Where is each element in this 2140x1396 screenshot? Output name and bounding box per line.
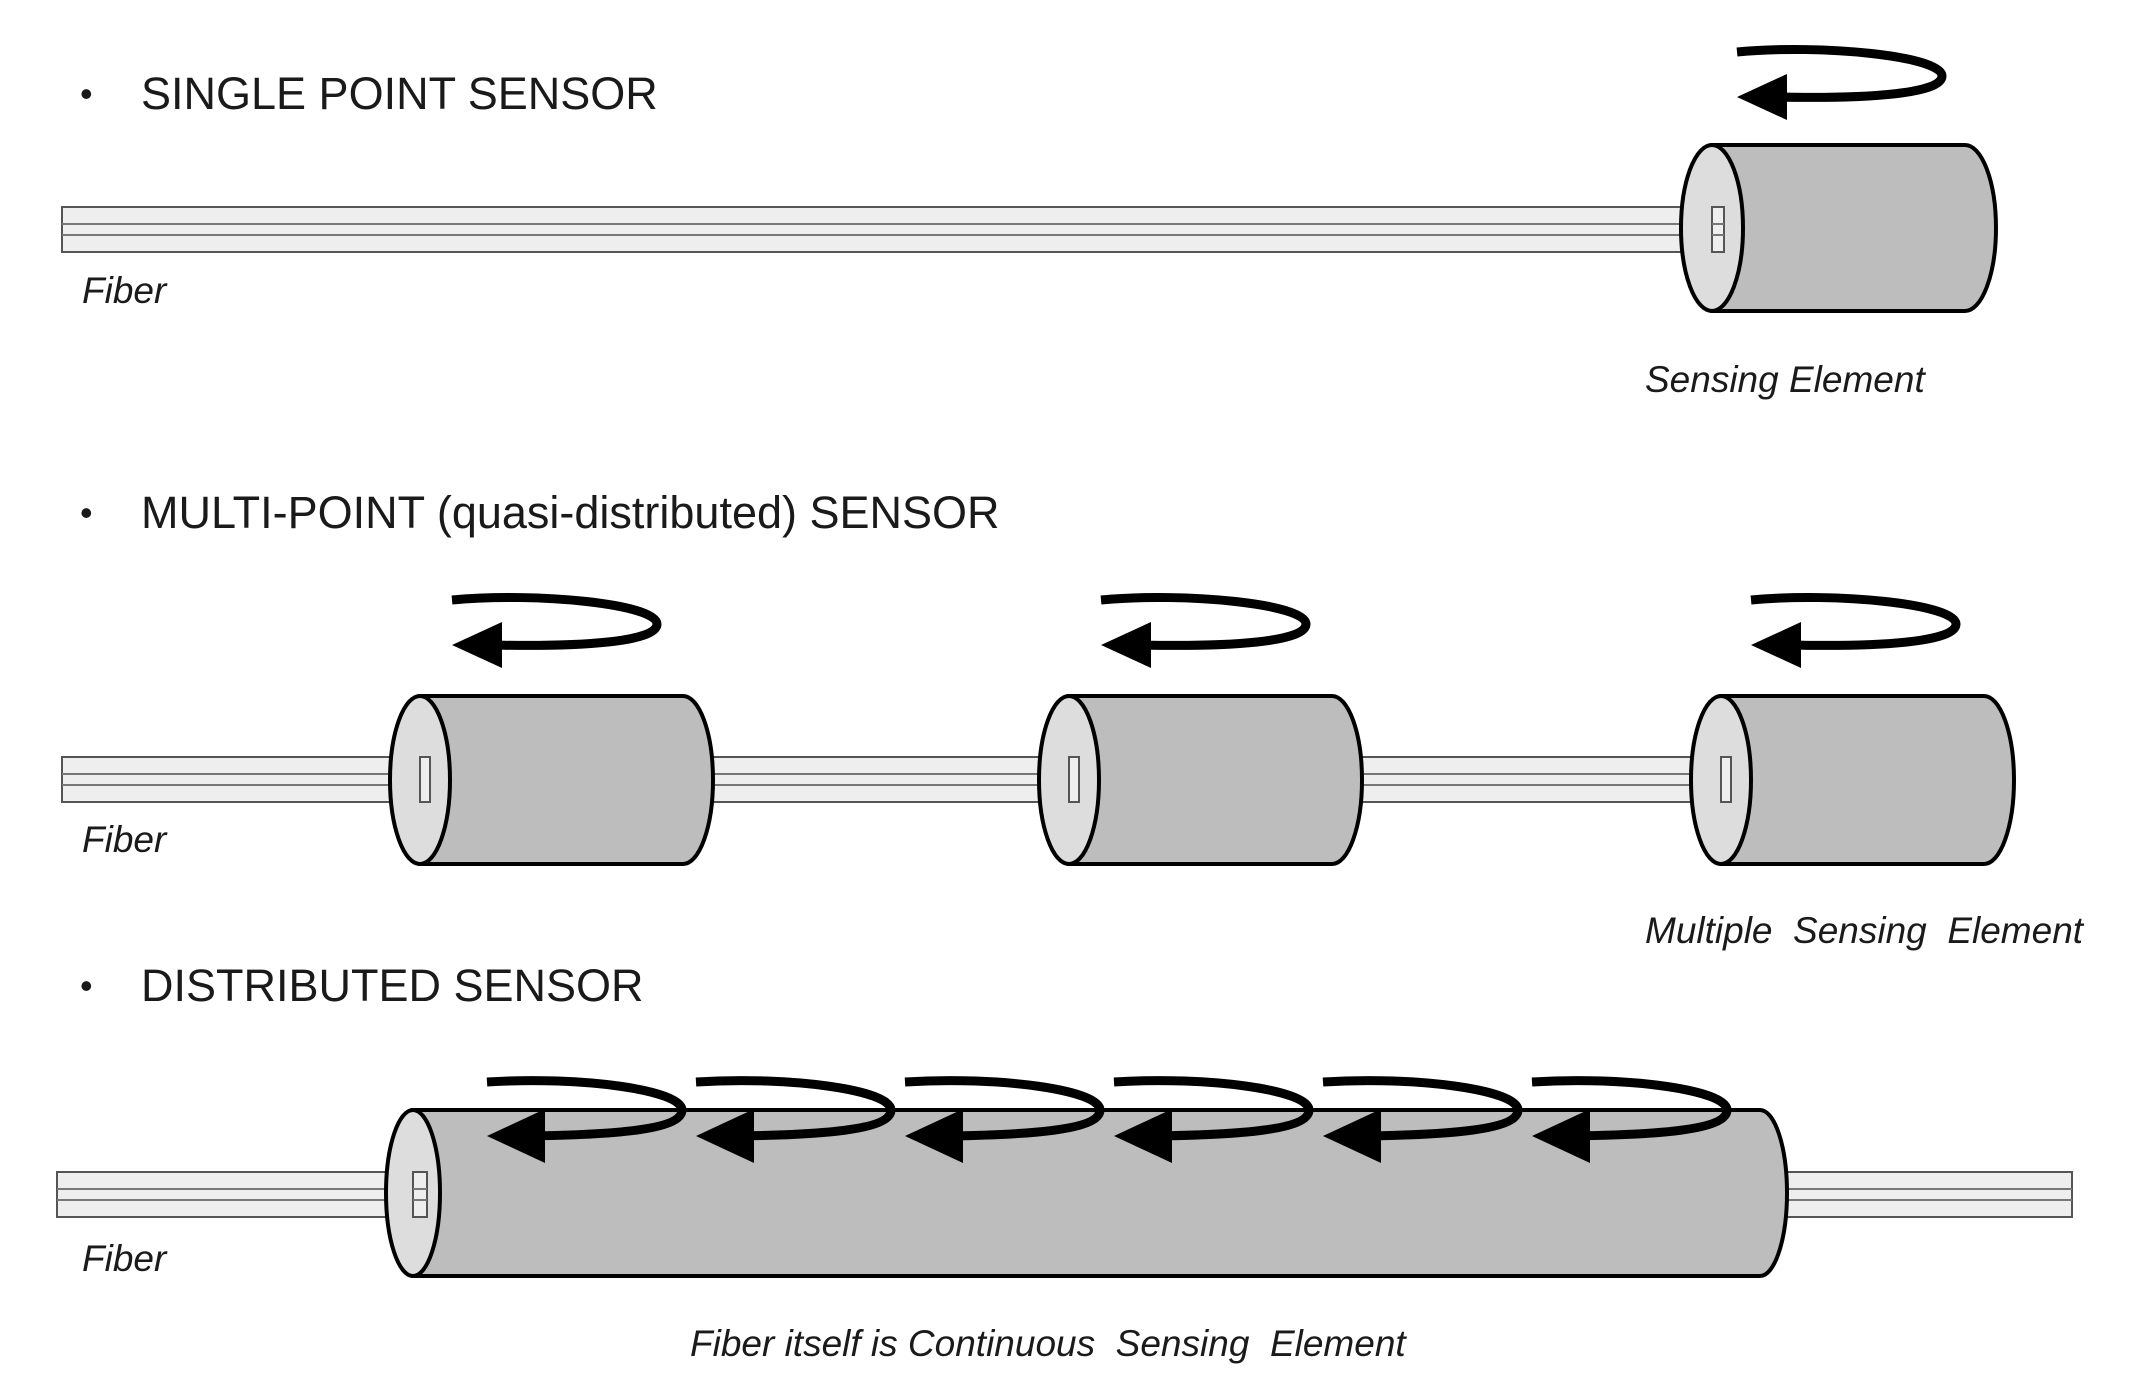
- rotation-arrow-icon: [486, 1076, 687, 1163]
- single-point-heading: SINGLE POINT SENSOR: [141, 68, 658, 119]
- sensing-element-label: Sensing Element: [1645, 359, 1926, 400]
- multi-point-heading: MULTI-POINT (quasi-distributed) SENSOR: [141, 487, 1000, 538]
- fiber-label: Fiber: [82, 1238, 168, 1279]
- sensing-element: [1037, 694, 1364, 866]
- rotation-arrow-icon: [904, 1076, 1105, 1163]
- distributed-heading: DISTRIBUTED SENSOR: [141, 960, 644, 1011]
- bullet: •: [80, 965, 93, 1006]
- sensing-element: [1679, 143, 1998, 313]
- rotation-arrow-icon: [1736, 45, 1947, 120]
- distributed-section: • DISTRIBUTED SENSOR: [56, 960, 2073, 1364]
- fiber-label: Fiber: [82, 819, 168, 860]
- rotation-arrow-icon: [1322, 1076, 1523, 1163]
- multiple-sensing-element-label: Multiple Sensing Element: [1645, 910, 2085, 951]
- continuous-sensing-element-label: Fiber itself is Continuous Sensing Eleme…: [690, 1323, 1407, 1364]
- rotation-arrow-icon: [451, 593, 662, 668]
- fiber: [61, 756, 1740, 803]
- sensing-element: [388, 694, 715, 866]
- bullet: •: [80, 73, 93, 114]
- multi-point-section: • MULTI-POINT (quasi-distributed) SENSOR: [61, 487, 2085, 951]
- rotation-arrow-icon: [695, 1076, 896, 1163]
- rotation-arrow-icon: [1113, 1076, 1314, 1163]
- fiber: [61, 206, 1728, 253]
- sensing-element: [1689, 694, 2016, 866]
- bullet: •: [80, 492, 93, 533]
- rotation-arrow-icon: [1531, 1076, 1732, 1163]
- rotation-arrow-icon: [1750, 593, 1961, 668]
- rotation-arrow-icon: [1100, 593, 1311, 668]
- continuous-sensing-element: [384, 1108, 1789, 1278]
- fiber-label: Fiber: [82, 270, 168, 311]
- single-point-section: • SINGLE POINT SENSOR Fiber Sensing Elem…: [61, 45, 1998, 400]
